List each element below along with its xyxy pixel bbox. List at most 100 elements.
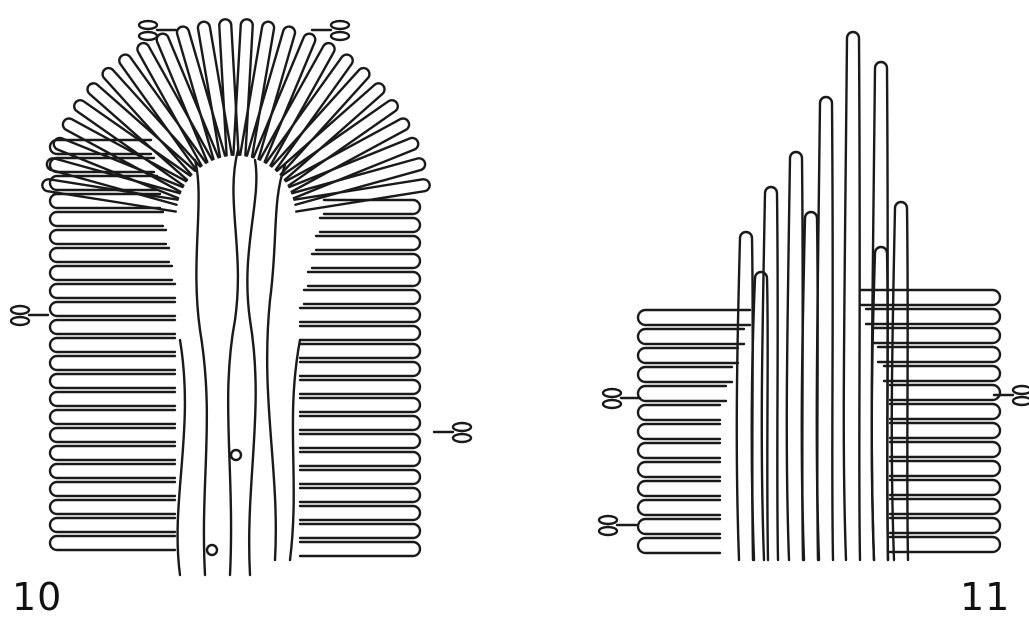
right-lamella — [324, 200, 420, 214]
finger-branch — [737, 232, 753, 560]
right-lamella — [300, 488, 420, 502]
left-lamella — [50, 500, 175, 514]
finger-branch — [752, 272, 768, 560]
right-lamella — [300, 308, 420, 322]
left-lamella — [638, 405, 720, 420]
right-lamella — [300, 452, 420, 466]
fan-lamella — [294, 179, 429, 211]
small-ring — [207, 545, 217, 555]
left-lamella — [638, 329, 744, 344]
left-lamella — [638, 386, 726, 401]
figure-number-11: 11 — [960, 575, 1010, 619]
left-lamella — [638, 481, 720, 496]
central-trunk — [195, 160, 207, 575]
left-appendage — [603, 389, 640, 408]
right-lamella — [300, 470, 420, 484]
right-lamella — [866, 309, 1000, 324]
left-lamella — [50, 230, 166, 244]
central-trunk — [178, 340, 185, 575]
right-lamella — [300, 398, 420, 412]
left-lamella — [638, 310, 750, 325]
appendage-oval — [599, 516, 617, 524]
left-lamella — [50, 320, 175, 334]
left-lamella — [50, 482, 175, 496]
left-lamella — [50, 248, 169, 262]
left-lamella — [50, 410, 175, 424]
appendage-oval — [453, 423, 471, 431]
finger-branch — [787, 152, 803, 560]
left-lamella — [638, 348, 738, 363]
appendage-oval — [331, 32, 349, 40]
finger-branch — [802, 212, 818, 560]
left-lamella — [50, 374, 175, 388]
appendage-oval — [331, 21, 349, 29]
left-appendage — [11, 306, 48, 325]
left-appendage — [599, 516, 636, 535]
right-lamella — [300, 506, 420, 520]
left-lamella — [50, 464, 175, 478]
right-lamella — [872, 328, 1000, 343]
finger-branch — [817, 97, 833, 560]
right-lamella — [300, 362, 420, 376]
finger-branch — [872, 247, 888, 560]
central-trunk — [228, 150, 238, 575]
small-ring — [231, 450, 241, 460]
appendage-oval — [11, 306, 29, 314]
right-appendage — [434, 423, 471, 442]
right-lamella — [316, 236, 420, 250]
appendage-oval — [453, 434, 471, 442]
left-lamella — [638, 424, 720, 439]
left-lamella — [50, 302, 175, 316]
appendage-oval — [1013, 397, 1029, 405]
left-lamella — [50, 356, 175, 370]
right-lamella — [300, 344, 420, 358]
figure-10-drawing — [11, 19, 471, 575]
appendage-oval — [603, 389, 621, 397]
appendage-oval — [139, 32, 157, 40]
right-lamella — [300, 434, 420, 448]
appendage-oval — [139, 21, 157, 29]
left-lamella — [50, 338, 175, 352]
central-trunk — [267, 165, 285, 560]
left-lamella — [50, 446, 175, 460]
right-lamella — [300, 524, 420, 538]
left-lamella — [50, 536, 175, 550]
finger-branch — [844, 32, 860, 560]
right-lamella — [300, 416, 420, 430]
left-lamella — [638, 500, 720, 515]
figure-11-drawing — [599, 32, 1029, 560]
figure-number-10: 10 — [12, 575, 62, 619]
left-lamella — [638, 519, 720, 534]
left-lamella — [50, 392, 175, 406]
left-lamella — [50, 284, 175, 298]
right-lamella — [300, 380, 420, 394]
top-right-appendage — [312, 21, 349, 40]
right-lamella — [884, 366, 1000, 381]
top-left-appendage — [139, 21, 176, 40]
right-lamella — [300, 326, 420, 340]
appendage-oval — [1013, 386, 1029, 394]
left-lamella — [638, 462, 720, 477]
fan-lamella — [42, 179, 177, 211]
left-lamella — [50, 212, 163, 226]
right-lamella — [860, 290, 1000, 305]
central-trunk — [290, 340, 300, 560]
right-lamella — [312, 254, 420, 268]
right-lamella — [304, 290, 420, 304]
left-lamella — [638, 538, 720, 553]
left-lamella — [50, 428, 175, 442]
left-lamella — [638, 443, 720, 458]
appendage-oval — [603, 400, 621, 408]
appendage-oval — [11, 317, 29, 325]
right-lamella — [320, 218, 420, 232]
right-lamella — [878, 347, 1000, 362]
finger-branch — [762, 187, 778, 560]
left-lamella — [50, 266, 172, 280]
central-trunk — [247, 160, 256, 575]
right-lamella — [308, 272, 420, 286]
appendage-oval — [599, 527, 617, 535]
left-lamella — [50, 518, 175, 532]
right-lamella — [300, 542, 420, 556]
